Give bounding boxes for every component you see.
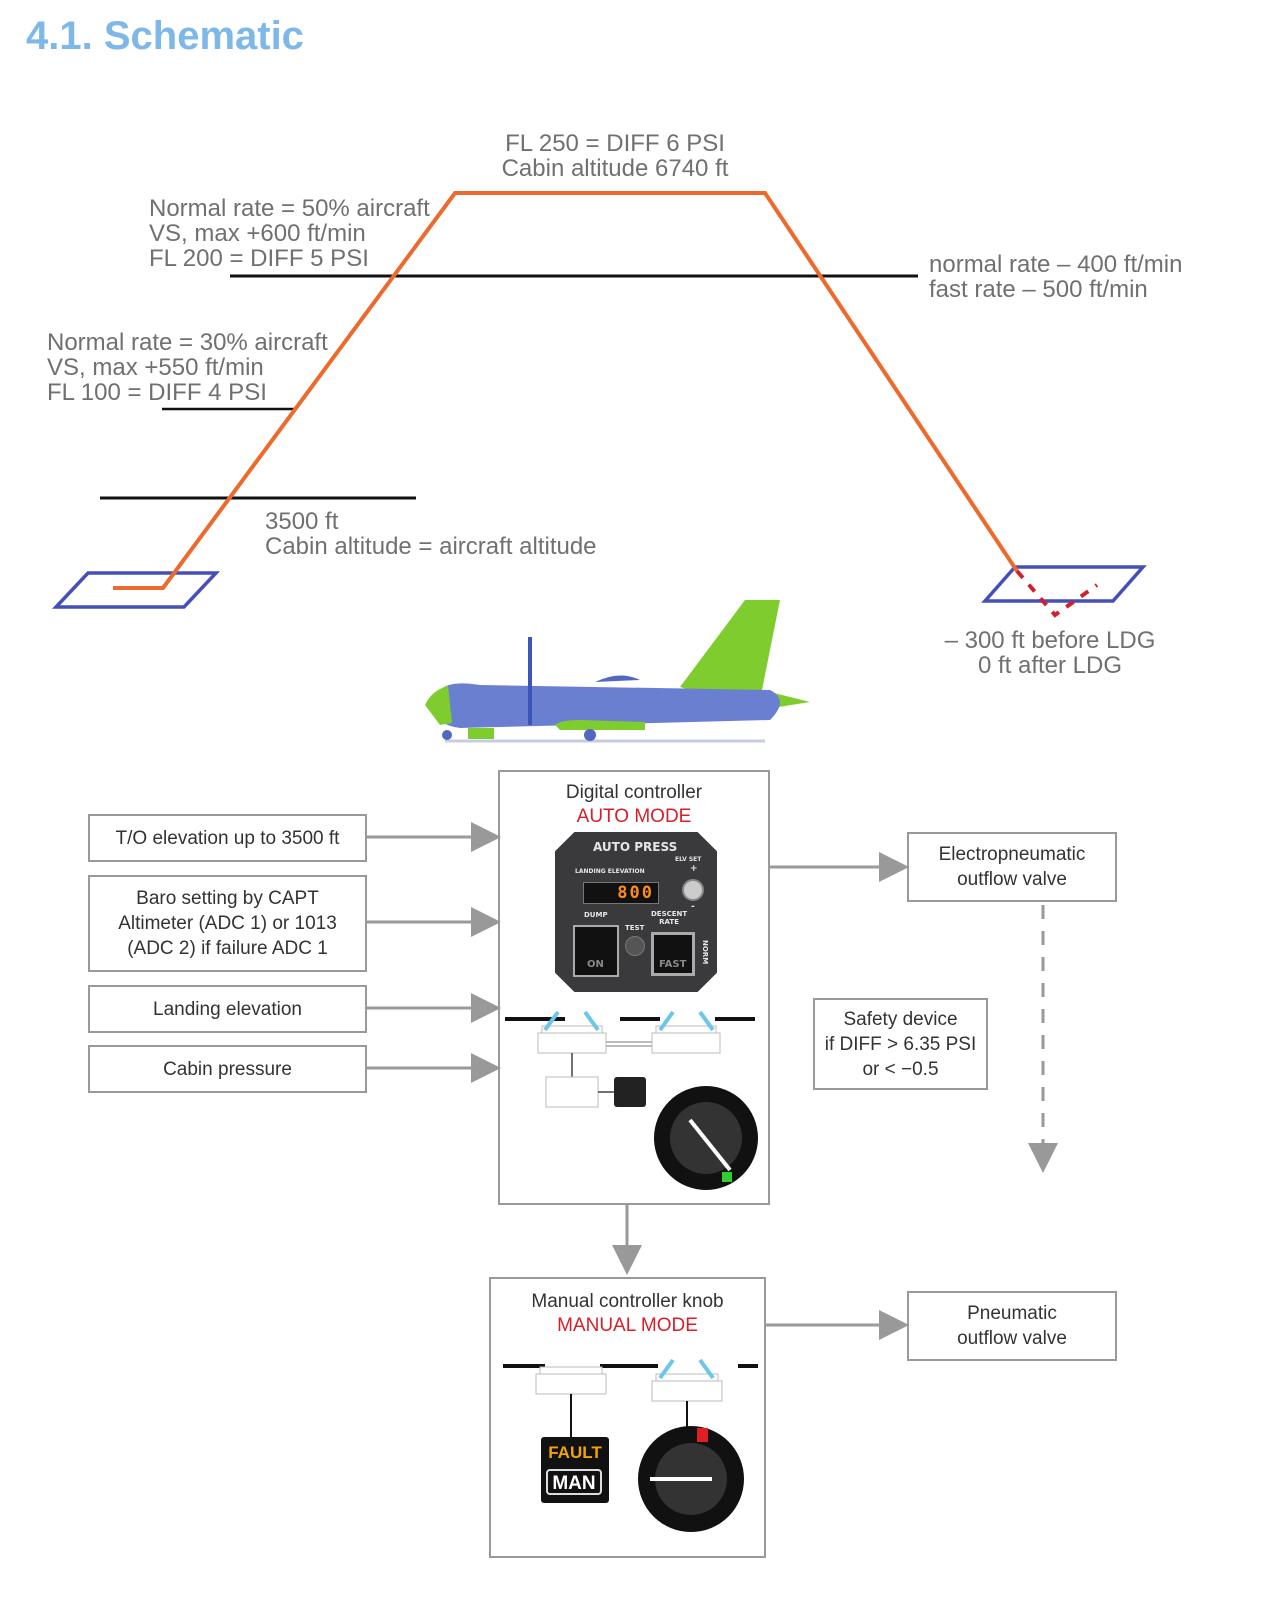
elv-set-label: ELV SET	[675, 856, 702, 863]
auto-valve-schematic	[505, 1010, 755, 1108]
box-text: Landing elevation	[153, 998, 302, 1020]
fast-label: FAST	[659, 959, 687, 970]
pneumatic-outflow-valve: Pneumatic outflow valve	[907, 1291, 1117, 1361]
dump-on-label: ON	[587, 959, 604, 970]
label-line: FL 200 = DIFF 5 PSI	[149, 245, 369, 272]
descent-label: normal rate – 400 ft/min fast rate – 500…	[929, 252, 1182, 302]
climb-fl200-label: Normal rate = 50% aircraft VS, max +600 …	[149, 196, 430, 271]
box-text: Pneumatic	[967, 1303, 1057, 1324]
page-title: 4.1. Schematic	[26, 14, 304, 58]
electropneumatic-outflow-valve: Electropneumatic outflow valve	[907, 832, 1117, 902]
fault-man-pushbutton[interactable]: FAULT MAN	[541, 1437, 609, 1503]
man-label: MAN	[546, 1469, 602, 1495]
auto-mode-label: AUTO MODE	[576, 806, 692, 827]
cruise-label: FL 250 = DIFF 6 PSI Cabin altitude 6740 …	[490, 131, 740, 181]
threshold-label: 3500 ft Cabin altitude = aircraft altitu…	[265, 509, 597, 559]
box-text: or < −0.5	[862, 1058, 939, 1080]
box-text: Cabin pressure	[163, 1058, 292, 1080]
landing-elevation-display: 800	[583, 882, 659, 904]
auto-press-panel: AUTO PRESS LANDING ELEVATION ELV SET 800…	[555, 832, 717, 992]
input-box-landing-elevation: Landing elevation	[88, 985, 367, 1033]
test-button[interactable]	[625, 936, 645, 956]
label-line: fast rate – 500 ft/min	[929, 276, 1148, 303]
panel-name: AUTO PRESS	[593, 840, 678, 854]
box-text: outflow valve	[957, 869, 1067, 890]
label-line: RATE	[659, 918, 679, 926]
box-text: T/O elevation up to 3500 ft	[115, 827, 340, 849]
descent-rate-fast-button[interactable]: FAST	[651, 932, 695, 976]
aircraft-illustration	[425, 600, 810, 743]
label-line: Cabin altitude = aircraft altitude	[265, 533, 597, 560]
label-line: – 300 ft before LDG	[944, 627, 1156, 654]
descent-rate-label: DESCENT RATE	[651, 910, 687, 926]
manual-controller-title: Manual controller knob MANUAL MODE	[491, 1290, 764, 1338]
fault-label: FAULT	[548, 1443, 602, 1462]
auto-knob	[654, 1086, 758, 1190]
dump-label: DUMP	[584, 911, 608, 919]
label-line: 3500 ft	[265, 508, 339, 535]
box-text: outflow valve	[957, 1328, 1067, 1349]
digital-controller-title: Digital controller AUTO MODE	[500, 781, 768, 829]
manual-controller-box	[489, 1277, 766, 1558]
landing-runway	[981, 565, 1147, 603]
label-line: VS, max +550 ft/min	[47, 354, 264, 381]
norm-label: NORM	[701, 940, 709, 965]
plus-label: +	[690, 864, 698, 874]
manual-mode-label: MANUAL MODE	[557, 1315, 698, 1336]
landing-label: – 300 ft before LDG 0 ft after LDG	[930, 628, 1170, 678]
box-text: Altimeter (ADC 1) or 1013	[118, 913, 337, 934]
label-line: 0 ft after LDG	[977, 652, 1123, 679]
box-text: (ADC 2) if failure ADC 1	[127, 938, 328, 959]
input-box-cabin-pressure: Cabin pressure	[88, 1045, 367, 1093]
test-label: TEST	[625, 924, 645, 932]
label-line: VS, max +600 ft/min	[149, 220, 366, 247]
controller-title: Manual controller knob	[531, 1291, 724, 1312]
dump-button[interactable]: ON	[573, 925, 619, 977]
manual-valve-schematic	[503, 1358, 758, 1437]
cabin-profile-line	[113, 191, 1019, 590]
climb-fl100-label: Normal rate = 30% aircraft VS, max +550 …	[47, 330, 328, 405]
manual-knob	[638, 1426, 744, 1532]
label-line: normal rate – 400 ft/min	[929, 251, 1183, 278]
landing-elevation-label: LANDING ELEVATION	[575, 868, 645, 875]
elv-set-knob[interactable]	[682, 879, 704, 901]
input-box-to-elevation: T/O elevation up to 3500 ft	[88, 814, 367, 862]
label-line: Normal rate = 30% aircraft	[47, 329, 328, 356]
input-box-baro-setting: Baro setting by CAPT Altimeter (ADC 1) o…	[88, 875, 367, 972]
box-text: Electropneumatic	[938, 844, 1086, 865]
landing-dashes	[1015, 569, 1099, 618]
digital-controller-box	[498, 770, 770, 1205]
label-line: DESCENT	[651, 910, 688, 918]
box-text: Baro setting by CAPT	[136, 888, 319, 909]
box-text: Safety device	[843, 1008, 958, 1030]
label-line: Normal rate = 50% aircraft	[149, 195, 430, 222]
cruise-label-line: Cabin altitude 6740 ft	[501, 155, 729, 182]
label-line: FL 100 = DIFF 4 PSI	[47, 379, 267, 406]
controller-title: Digital controller	[565, 782, 703, 803]
safety-device-box: Safety device if DIFF > 6.35 PSI or < −0…	[813, 998, 988, 1090]
cruise-label-line: FL 250 = DIFF 6 PSI	[505, 130, 725, 157]
minus-label: -	[691, 902, 695, 912]
box-text: if DIFF > 6.35 PSI	[824, 1033, 977, 1055]
